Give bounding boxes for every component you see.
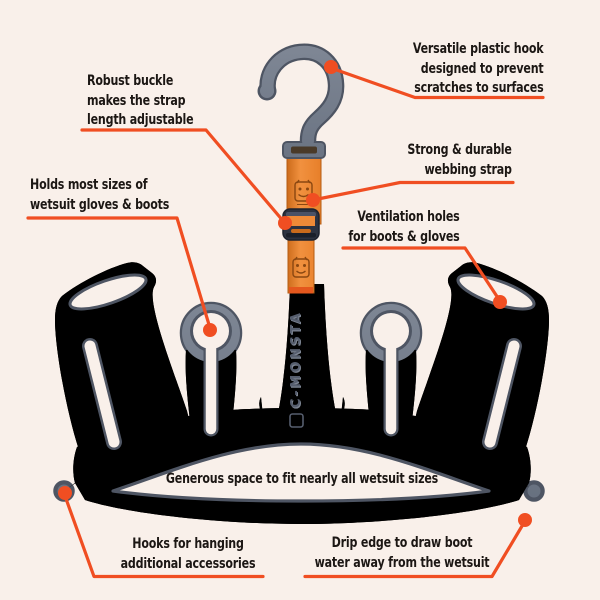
brand-text: C-MONSTA [289,311,304,408]
annotation-line-text: Generous space to fit nearly all wetsuit… [165,471,439,487]
hook-tip-ball [260,84,274,98]
accessory-hook-ball-right [527,484,541,498]
annotation-drip-note: Drip edge to draw boot water away from t… [308,534,495,573]
annotation-line-text: Holds most sizes of [30,177,148,193]
annotation-line-text: Ventilation holes [357,209,460,225]
callout-dot-hooks [58,486,72,500]
annotation-line-text: Robust buckle [87,73,174,89]
ventilation-oval-right [456,273,536,311]
annotation-line-text: for boots & gloves [348,228,460,245]
brand-logo-mark [289,413,304,428]
annotation-buckle-note: Robust buckle makes the strap length adj… [87,72,194,131]
strap-buckle-graphic [282,208,320,241]
ventilation-slot-right [484,340,520,448]
glove-keyhole-right [373,313,409,349]
annotation-hooks-note: Hooks for hanging additional accessories [110,535,266,574]
annotation-line-text: designed to prevent [420,60,543,77]
callout-dot-hook [324,60,338,74]
annotation-line-text: Strong & durable [407,142,512,158]
callout-line-ventilation [341,246,502,303]
svg-text:C-MONSTA: C-MONSTA [290,312,305,409]
strap-stamp-upper [294,179,313,205]
ventilation-oval-left [68,273,148,311]
strap-stamp-upper-eyes [298,187,309,191]
hanger-holes [68,273,536,503]
annotation-line-text: Hooks for hanging [132,536,244,552]
annotation-line-text: additional accessories [120,555,256,572]
annotation-dots [58,60,532,527]
annotation-line-text: webbing strap [424,161,512,178]
callout-dot-strap [306,193,320,207]
annotation-ventilation-note: Ventilation holes for boots & gloves [349,208,460,247]
callout-dot-ventilation [493,295,507,309]
wetsuit-opening [111,442,491,503]
strap-stamp-lower-eyes [296,264,306,267]
annotation-gloves-note: Holds most sizes of wetsuit gloves & boo… [30,176,169,215]
hanger-hook-graphic [257,43,345,159]
annotation-line-text: Drip edge to draw boot [331,535,473,551]
callout-line-hooks [63,494,265,579]
annotation-line-text: scratches to surfaces [413,80,543,96]
brand-embossing: C-MONSTA C-MONSTA [289,311,305,428]
annotation-lines [26,66,545,579]
callout-dot-drip [518,513,532,527]
callout-line-strap [311,180,515,202]
annotation-space-note: Generous space to fit nearly all wetsuit… [146,470,458,490]
annotation-strap-note: Strong & durable webbing strap [408,141,512,180]
annotation-line-text: water away from the wetsuit [314,554,490,571]
callout-line-hook [329,66,545,100]
callout-line-gloves [26,216,212,330]
strap-end-fold [289,287,313,294]
callout-dot-buckle [278,216,292,230]
callout-dot-gloves [203,323,217,337]
annotation-line-text: wetsuit gloves & boots [30,196,170,213]
hook-strap-slot [291,146,317,154]
callout-line-buckle [80,128,286,224]
annotation-hook-note: Versatile plastic hook designed to preve… [412,40,543,99]
ventilation-slot-left [84,340,120,448]
strap-stamp-lower [292,256,310,278]
annotation-line-text: makes the strap [87,92,186,109]
annotation-line-text: Versatile plastic hook [412,41,543,57]
callout-line-drip [303,519,527,579]
annotation-line-text: length adjustable [87,112,194,128]
